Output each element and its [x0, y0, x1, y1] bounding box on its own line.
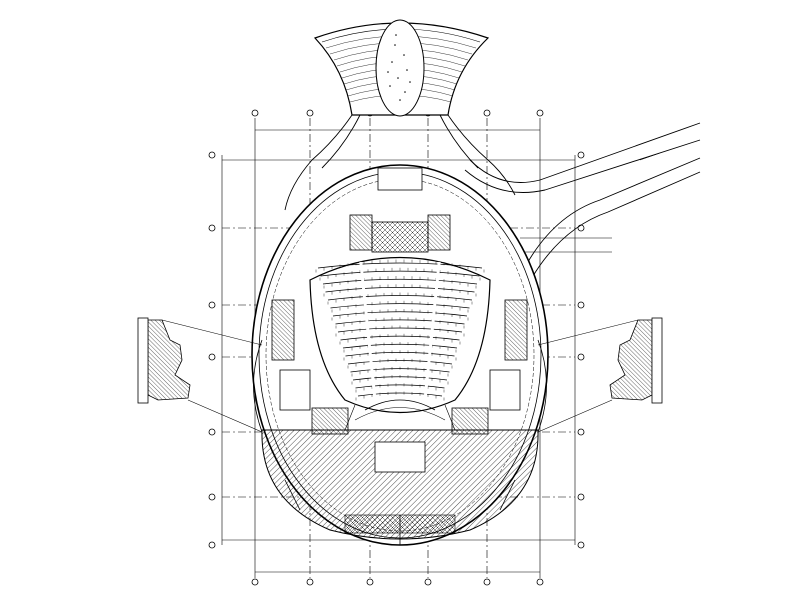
seat-row — [340, 335, 460, 341]
seat-row — [355, 384, 445, 389]
seat-row — [347, 360, 453, 365]
right-wing-detail — [537, 317, 663, 433]
seat-row — [322, 278, 478, 285]
seat-row — [320, 270, 480, 277]
left-wing-detail — [137, 317, 263, 433]
seat-row — [330, 303, 470, 309]
axis-markers-right — [577, 151, 585, 549]
seating-rows — [315, 259, 485, 401]
aisle — [423, 261, 441, 399]
axis-markers-bottom — [251, 578, 544, 586]
seat-row — [327, 295, 473, 301]
seat-row — [357, 392, 443, 397]
side-entrance-arcs — [253, 339, 547, 511]
forecourt-oval-planter — [375, 19, 425, 117]
auditorium — [309, 256, 491, 431]
seat-row — [317, 262, 483, 269]
aisle — [359, 261, 377, 399]
service-blocks — [271, 167, 528, 435]
seat-row — [325, 287, 475, 293]
lower-foyer — [261, 429, 539, 545]
forecourt-fan — [313, 19, 490, 117]
approach-walkway — [284, 114, 516, 211]
axis-markers-left — [208, 151, 216, 549]
